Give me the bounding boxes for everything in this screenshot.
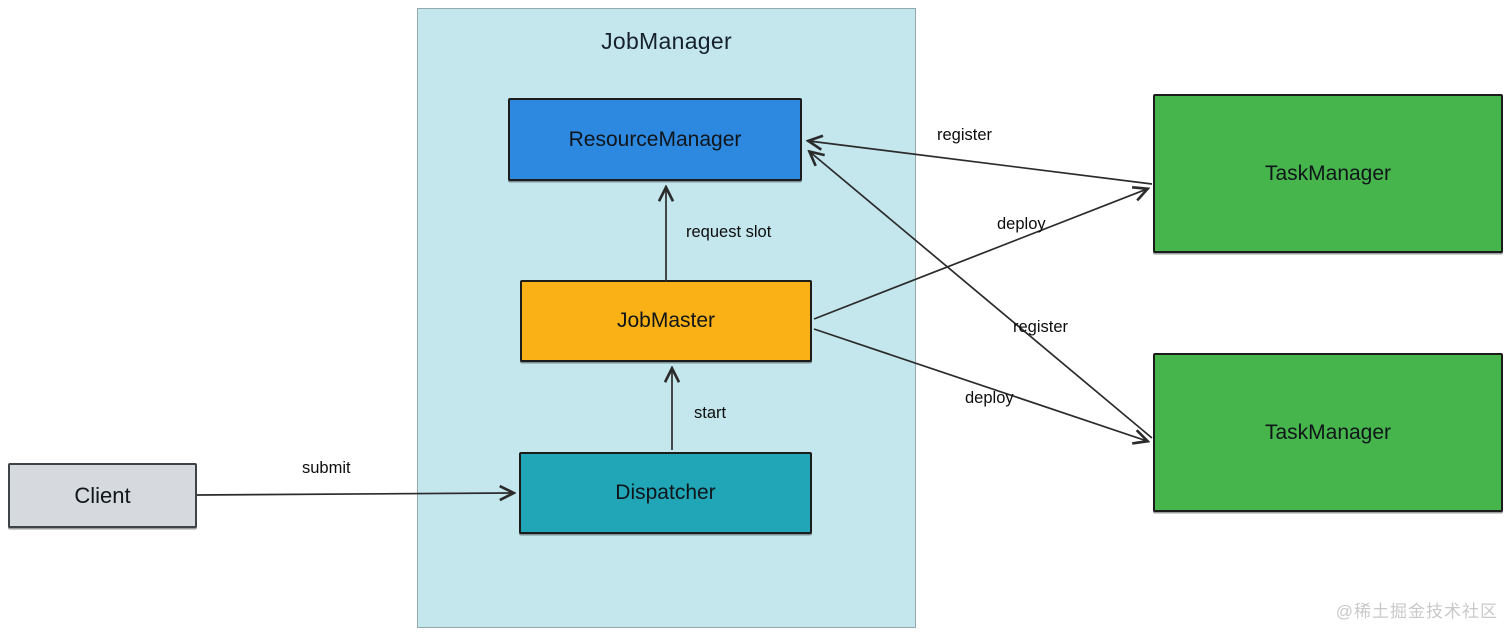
edge-deploy-2-label: deploy — [965, 389, 1014, 407]
task-manager-2-label: TaskManager — [1264, 420, 1392, 444]
dispatcher-label: Dispatcher — [615, 481, 716, 504]
resource-manager-label: ResourceManager — [568, 127, 742, 151]
edge-submit-label: submit — [302, 459, 351, 477]
job-master-node: JobMaster — [520, 280, 812, 362]
task-manager-2-node: TaskManager — [1153, 353, 1503, 512]
job-master-label: JobMaster — [616, 309, 716, 332]
jobmanager-container-title: JobManager — [601, 28, 732, 54]
task-manager-1-node: TaskManager — [1153, 94, 1503, 253]
task-manager-1-label: TaskManager — [1264, 161, 1392, 185]
client-node: Client — [8, 463, 197, 528]
edge-register-1-label: register — [937, 126, 993, 144]
edge-register-2-label: register — [1013, 318, 1069, 336]
edge-start-label: start — [694, 404, 727, 422]
watermark-text: @稀土掘金技术社区 — [1335, 602, 1498, 621]
edge-deploy-1-label: deploy — [997, 215, 1046, 233]
client-label: Client — [74, 482, 131, 508]
dispatcher-node: Dispatcher — [519, 452, 812, 534]
resource-manager-node: ResourceManager — [508, 98, 802, 181]
edge-request-slot-label: request slot — [686, 223, 772, 241]
